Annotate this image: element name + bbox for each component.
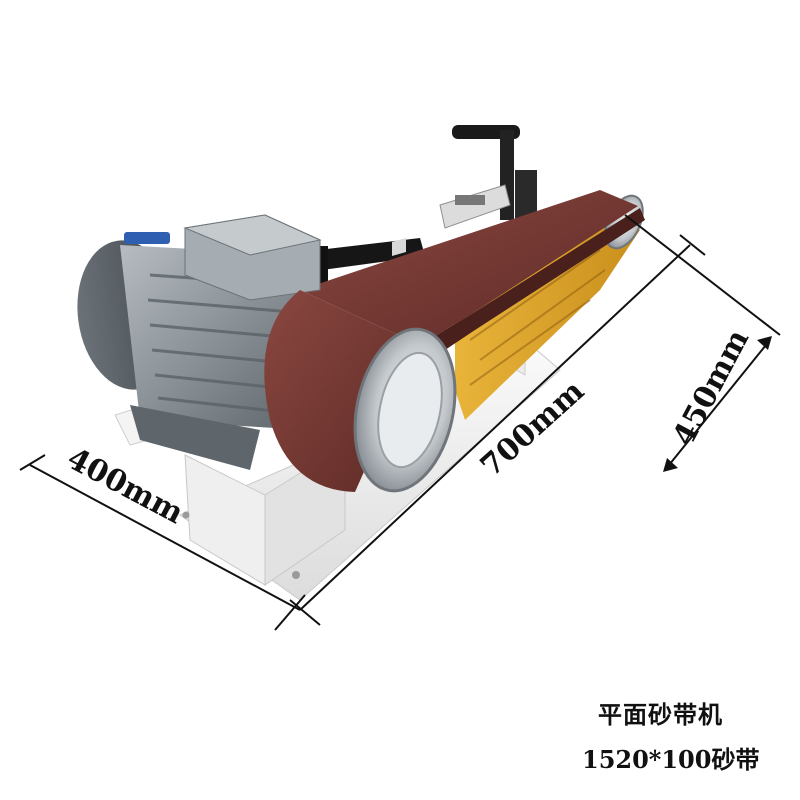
- tracking-handle: [439, 125, 537, 229]
- height-dimension-line: [624, 214, 781, 336]
- height-label: 450mm: [666, 324, 756, 452]
- belt-backing: [455, 215, 640, 420]
- electric-motor: [77, 214, 322, 470]
- product-spec: 1520*100砂带: [582, 745, 760, 774]
- dimension-lines: [19, 214, 781, 631]
- height-arrows: [663, 336, 772, 472]
- length-dimension-line: [299, 244, 691, 611]
- product-title: 平面砂带机: [598, 700, 723, 729]
- width-dimension-line: [29, 464, 301, 611]
- sanding-belt: [300, 190, 645, 360]
- width-label: 400mm: [61, 441, 189, 531]
- drive-pulley: [264, 290, 457, 493]
